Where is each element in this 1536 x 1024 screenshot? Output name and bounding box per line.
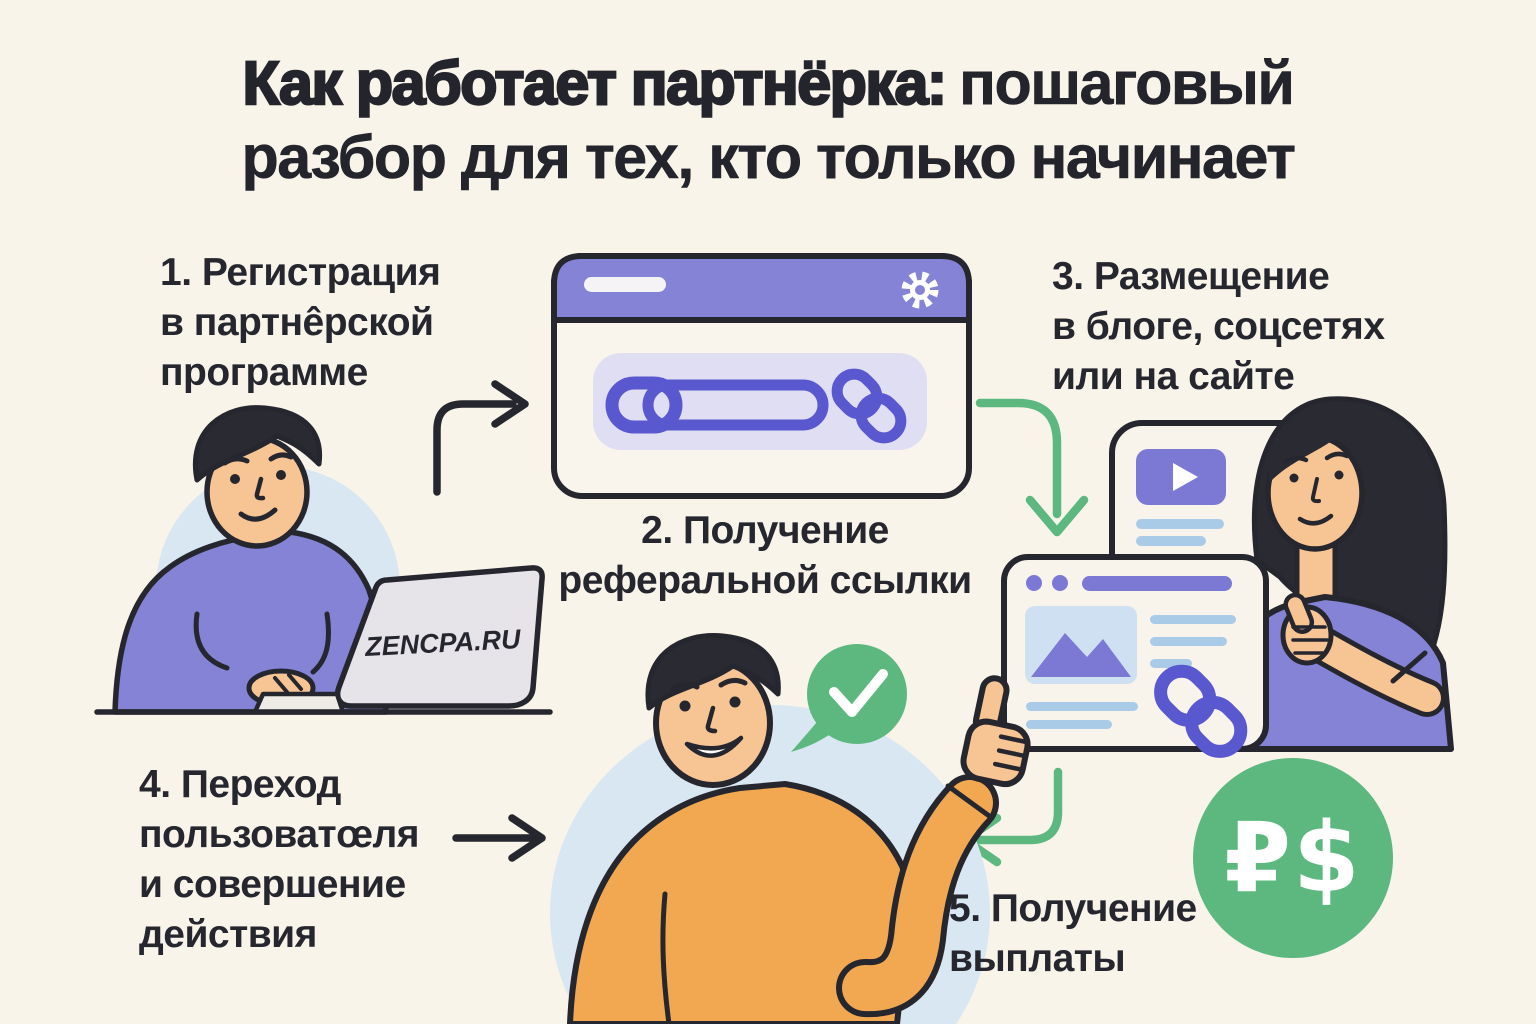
woman-thumb — [1283, 592, 1315, 634]
man-smile — [684, 735, 744, 758]
step-4-label: 4. Переход пользоватœля и совершение дей… — [139, 763, 420, 956]
arrow-step1-to-step2 — [433, 380, 529, 496]
step-5-label: 5. Получение выплаты — [949, 887, 1197, 980]
confirmation-bubble — [791, 644, 907, 752]
man-hair — [645, 633, 781, 711]
page-title: Как работает партнёрка:пошаговый разбор … — [0, 46, 1536, 194]
mountains-icon — [1031, 633, 1131, 677]
thumbs-up-man-illustration — [550, 633, 1031, 1024]
title-line-2: разбор для тех, кто только начинает — [241, 123, 1296, 192]
article-image — [1025, 606, 1137, 684]
arrow-step3-to-blog — [975, 398, 1089, 537]
thumbs-up-hand — [960, 675, 1031, 788]
woman-hair-front — [1269, 408, 1380, 483]
step-1-label: 1. Регистрация в партнêрской программе — [160, 251, 441, 394]
man-at-laptop-illustration: ZENCPA.RU — [94, 405, 553, 715]
payout-badge: ₽$ — [1193, 758, 1393, 958]
step-2-label: 2. Получение реферальной ссылки — [558, 509, 972, 602]
gear-icon — [901, 271, 939, 309]
step-3-label: 3. Размещение в блоге, соцсетях или на с… — [1052, 255, 1385, 398]
title-line-1: Как работает партнёрка:пошаговый — [0, 46, 1536, 120]
man-hair — [192, 405, 323, 483]
title-rest: пошаговый — [959, 49, 1295, 118]
address-pill — [584, 277, 666, 292]
man-sweater — [567, 781, 914, 1024]
laptop — [334, 565, 545, 709]
chain-link-icon — [1154, 664, 1248, 758]
ruble-dollar-icon: ₽$ — [1224, 802, 1362, 914]
arrow-step4-to-user — [452, 814, 546, 862]
play-icon — [1173, 463, 1198, 491]
checkmark-icon — [829, 669, 888, 717]
title-emphasis: Как работает партнёрка: — [241, 48, 948, 118]
man-arm — [842, 780, 993, 1012]
browser-window — [551, 253, 972, 499]
browser-header — [551, 253, 972, 323]
chain-link-icon — [605, 368, 907, 444]
woman-blog-illustration — [1001, 396, 1454, 758]
